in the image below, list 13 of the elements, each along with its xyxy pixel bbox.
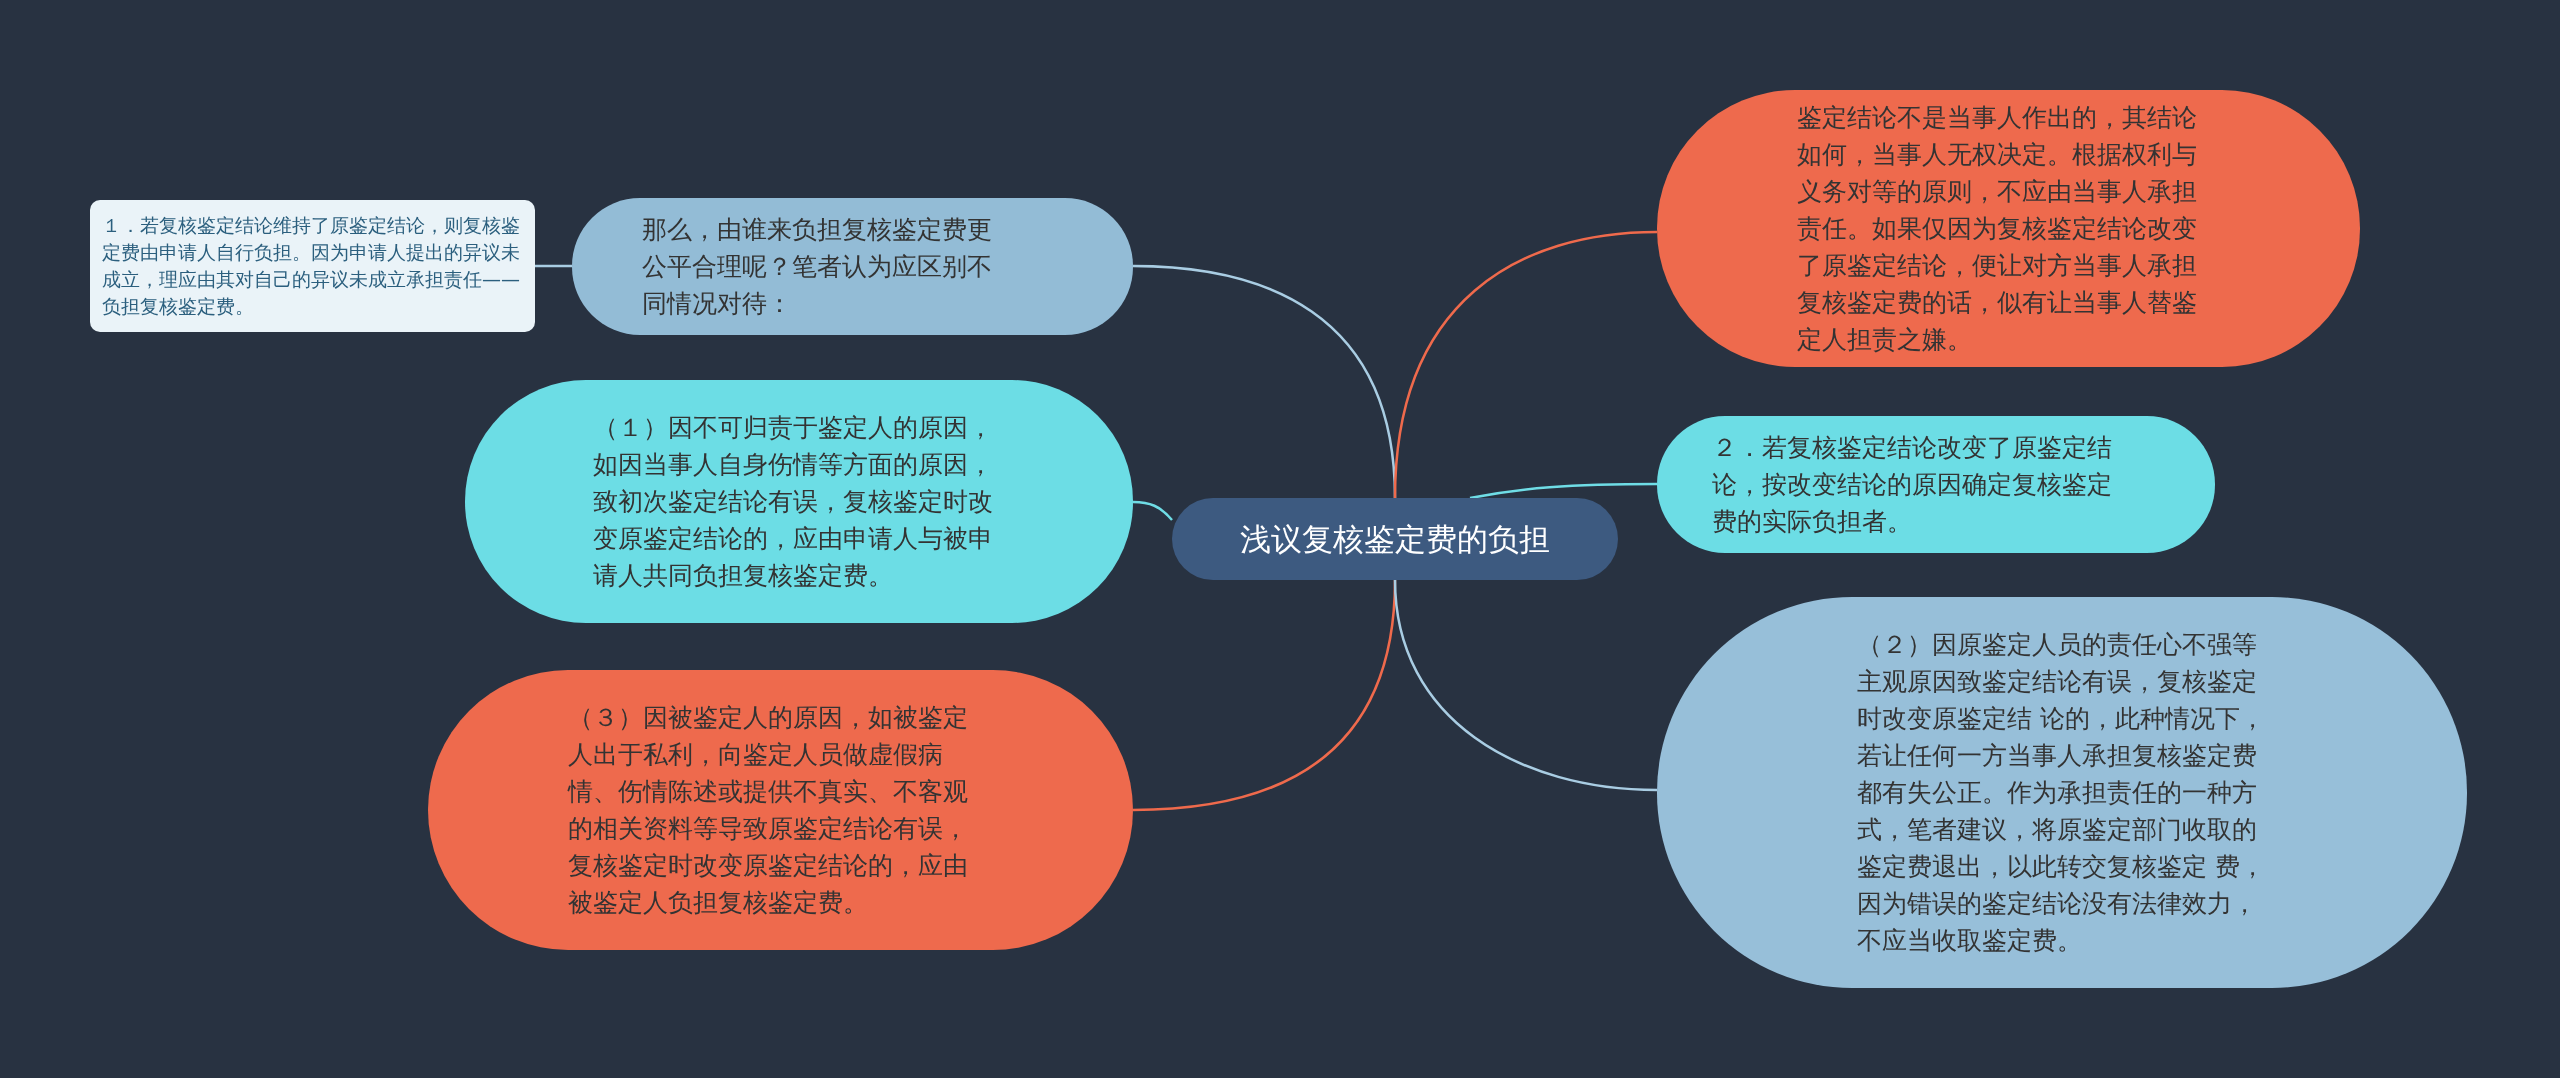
central-topic: 浅议复核鉴定费的负担 [1172,498,1618,580]
topic-bubble: 鉴定结论不是当事人作出的，其结论如何，当事人无权决定。根据权利与义务对等的原则，不应由当事人承担责任。如果仅因为复核鉴定结论改变了原鉴定结论，便让对方当事人承担复核鉴定费的话，似有让当事人替鉴定人担责之嫌。 [1657,90,2360,367]
connector-line [1132,500,1173,521]
topic-bubble: （１）因不可归责于鉴定人的原因，如因当事人自身伤情等方面的原因，致初次鉴定结论有误，复核鉴定时改变原鉴定结论的，应由申请人与被申请人共同负担复核鉴定费。 [465,380,1133,623]
topic-bubble: （３）因被鉴定人的原因，如被鉴定人出于私利，向鉴定人员做虚假病情、伤情陈述或提供不真实、不客观的相关资料等导致原鉴定结论有误，复核鉴定时改变原鉴定结论的，应由被鉴定人负担复核鉴定费。 [428,670,1133,950]
connector-line [1393,579,1658,792]
connector-line [535,264,572,268]
topic-bubble: 那么，由谁来负担复核鉴定费更公平合理呢？笔者认为应区别不同情况对待： [572,198,1133,335]
topic-bubble: ２．若复核鉴定结论改变了原鉴定结论，按改变结论的原因确定复核鉴定费的实际负担者。 [1657,416,2215,553]
note-card: １．若复核鉴定结论维持了原鉴定结论，则复核鉴定费由申请人自行负担。因为申请人提出的异议未成立，理应由其对自己的异议未成立承担责任——负担复核鉴定费。 [90,200,535,332]
connector-line [1469,482,1657,500]
topic-bubble: （２）因原鉴定人员的责任心不强等主观原因致鉴定结论有误，复核鉴定时改变原鉴定结 论的，此种情况下，若让任何一方当事人承担复核鉴定费都有失公正。作为承担责任的一种方式，笔者建议，将原鉴定部门收取的鉴定费退出，以此转交复核鉴定 费，因为错误的鉴定结论没有法律效力，不应当收取鉴定费。 [1657,597,2467,988]
connector-line [1393,230,1658,499]
